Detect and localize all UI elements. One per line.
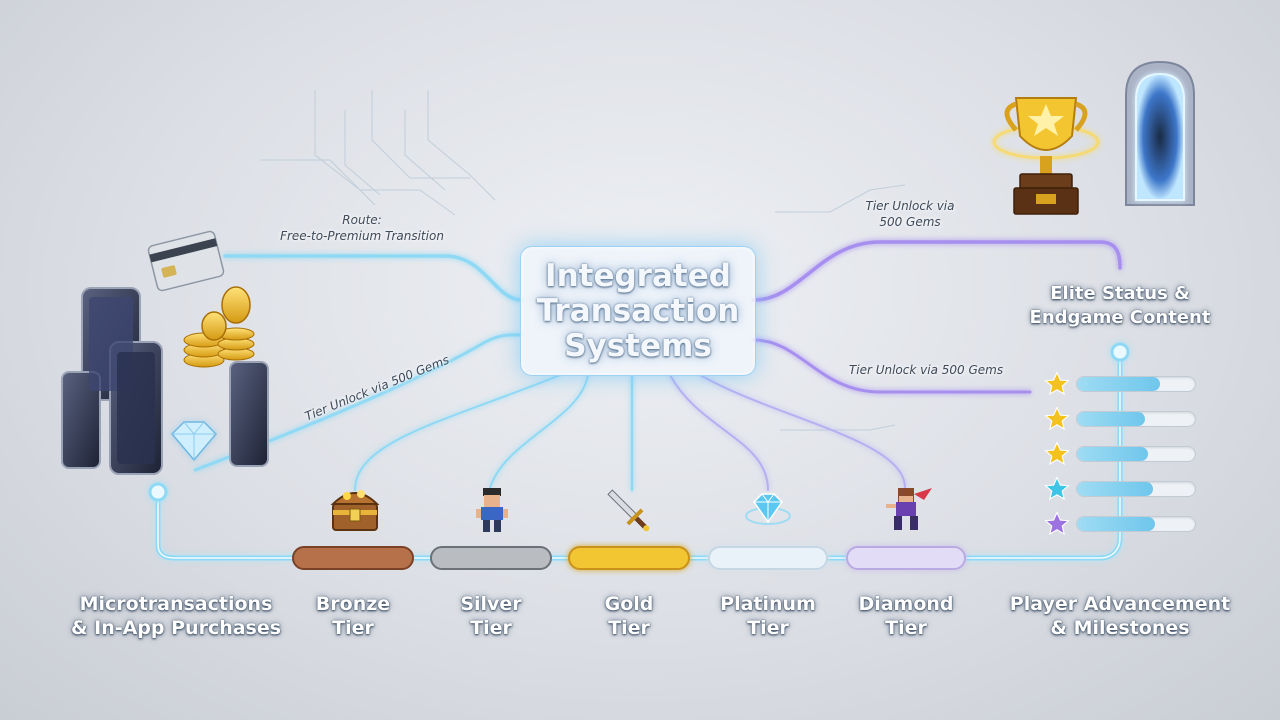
end-node-dot (1110, 342, 1130, 362)
route-label-unlock-right: Tier Unlock via 500 Gems (848, 363, 1004, 377)
milestone-list (1044, 366, 1196, 541)
flow-to-platinum (669, 374, 769, 491)
flow-hub-top-right (752, 240, 1122, 302)
endpoint-dots (148, 342, 1130, 502)
portal-icon (1125, 60, 1195, 206)
milestone-progress-fill (1077, 446, 1148, 461)
coin-stack-icon (183, 286, 255, 368)
milestone-row-5 (1044, 506, 1196, 541)
milestone-progress-fill (1077, 516, 1155, 531)
milestone-progress-fill (1077, 411, 1146, 426)
main-track (155, 349, 1123, 561)
flow-top-left (223, 254, 524, 302)
bronze-tier-label: Bronze Tier (315, 593, 391, 639)
start-node-dot (148, 482, 168, 502)
start-node-label: Microtransactions & In-App Purchases (70, 593, 282, 639)
star-icon (1044, 370, 1070, 395)
star-icon (1044, 475, 1070, 500)
credit-card-icon (147, 230, 225, 292)
milestone-progress-bar (1076, 445, 1196, 462)
milestone-row-3 (1044, 436, 1196, 471)
trophy-icon (992, 97, 1100, 215)
gem-icon (745, 493, 791, 525)
gold-tier-label: Gold Tier (604, 593, 654, 639)
milestone-progress-fill (1077, 376, 1160, 391)
silver-tier-bar (430, 546, 552, 570)
flow-to-diamond (699, 374, 906, 489)
purchase-illustration (61, 230, 269, 475)
milestone-row-4 (1044, 471, 1196, 506)
milestone-progress-bar (1076, 515, 1196, 532)
tier-bars (292, 546, 966, 570)
route-label-unlock-top-right: Tier Unlock via 500 Gems (865, 199, 955, 229)
flow-to-bronze (354, 374, 561, 491)
star-icon (1044, 510, 1070, 535)
ninja-hero-icon (886, 488, 932, 530)
treasure-chest-icon (330, 490, 380, 531)
main-track-core (157, 351, 1121, 559)
flow-hub-right (752, 338, 1032, 394)
platinum-tier-bar (708, 546, 828, 570)
platinum-tier-label: Platinum Tier (720, 593, 816, 639)
diamond-tier-bar (846, 546, 966, 570)
gold-tier-bar (568, 546, 690, 570)
end-node-label: Player Advancement & Milestones (1009, 593, 1231, 639)
bronze-tier-bar (292, 546, 414, 570)
milestone-progress-fill (1077, 481, 1153, 496)
milestone-progress-bar (1076, 410, 1196, 427)
diamond-icon (170, 421, 218, 462)
milestone-row-2 (1044, 401, 1196, 436)
diamond-tier-label: Diamond Tier (858, 593, 954, 639)
milestone-row-1 (1044, 366, 1196, 401)
silver-tier-label: Silver Tier (460, 593, 522, 639)
hub-title: Integrated Transaction Systems (536, 257, 740, 364)
milestone-progress-bar (1076, 480, 1196, 497)
circuit-traces (260, 90, 906, 431)
flow-to-silver (489, 374, 589, 489)
star-icon (1044, 405, 1070, 430)
sword-icon (607, 489, 650, 532)
route-label-free-to-premium: Route: Free-to-Premium Transition (280, 213, 444, 243)
elite-status-label: Elite Status & Endgame Content (1029, 283, 1211, 328)
milestone-progress-bar (1076, 375, 1196, 392)
phone-icons (61, 287, 269, 475)
hub-node: Integrated Transaction Systems (520, 246, 756, 376)
pixel-hero-icon (476, 488, 508, 532)
star-icon (1044, 440, 1070, 465)
